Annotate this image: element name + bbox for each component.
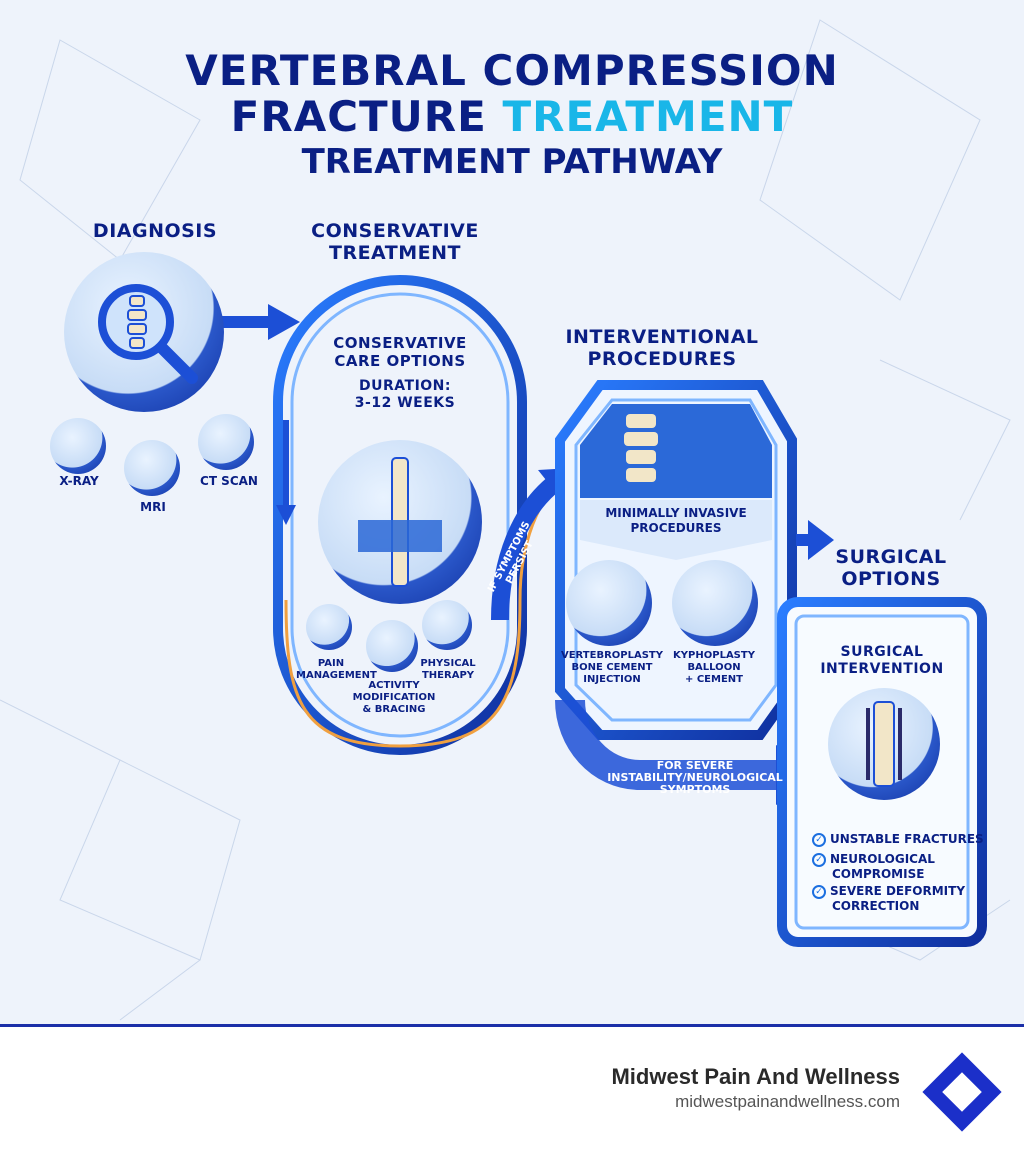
indication-deformity: ✓SEVERE DEFORMITY CORRECTION <box>812 884 965 913</box>
arrow-escalation <box>555 699 780 790</box>
option-physical-therapy: PHYSICAL THERAPY <box>420 658 476 681</box>
footer <box>0 1024 1024 1154</box>
diagnosis-method-mri: MRI <box>140 500 166 514</box>
brand-name: Midwest Pain And Wellness <box>611 1064 900 1089</box>
knee-xray-icon <box>50 418 106 474</box>
indication-neurological: ✓NEUROLOGICAL COMPROMISE <box>812 852 935 881</box>
check-icon: ✓ <box>812 884 826 899</box>
magnifier-spine-icon <box>98 284 198 384</box>
title-line-3: TREATMENT PATHWAY <box>301 142 723 182</box>
surgical-panel-title: SURGICAL INTERVENTION <box>820 644 944 677</box>
brand-url[interactable]: midwestpainandwellness.com <box>675 1092 900 1111</box>
page-title: VERTEBRAL COMPRESSION FRACTURE TREATMENT… <box>0 46 1024 183</box>
syringe-spine-icon <box>614 410 674 490</box>
back-brace-icon <box>318 440 482 604</box>
interventional-heading: INTERVENTIONAL PROCEDURES <box>565 326 759 370</box>
title-line-2: FRACTURE TREATMENT <box>230 92 794 141</box>
check-icon: ✓ <box>812 832 826 847</box>
option-activity-modification: ACTIVITY MODIFICATION & BRACING <box>352 680 436 715</box>
procedure-kyphoplasty: KYPHOPLASTY BALLOON + CEMENT <box>673 650 755 685</box>
diagnosis-method-ct: CT SCAN <box>200 474 258 488</box>
indication-unstable-fractures: ✓UNSTABLE FRACTURES <box>812 832 984 847</box>
procedure-vertebroplasty: VERTEBROPLASTY BONE CEMENT INJECTION <box>560 650 663 685</box>
spinal-rods-icon <box>828 688 940 800</box>
pill-bottle-icon <box>306 604 352 650</box>
title-line-1: VERTEBRAL COMPRESSION <box>185 46 839 95</box>
mri-icon <box>124 440 180 496</box>
syringe-procedure-icon <box>566 560 652 646</box>
patient-chair-icon <box>366 620 418 672</box>
brand-block: Midwest Pain And Wellness midwestpainand… <box>611 1064 900 1112</box>
surgical-heading: SURGICAL OPTIONS <box>835 546 947 590</box>
duration-label: DURATION: 3-12 WEEKS <box>354 378 456 411</box>
ct-spine-icon <box>198 414 254 470</box>
conservative-heading: CONSERVATIVE TREATMENT <box>311 220 479 264</box>
diagnosis-method-xray: X-RAY <box>59 474 99 488</box>
orange-loop <box>284 599 401 748</box>
logo-icon <box>922 1052 1002 1132</box>
check-icon: ✓ <box>812 852 826 867</box>
diagnosis-heading: DIAGNOSIS <box>92 220 218 242</box>
minimally-invasive-banner: MINIMALLY INVASIVE PROCEDURES <box>605 506 747 535</box>
escalation-text: FOR SEVERE INSTABILITY/NEUROLOGICAL SYMP… <box>607 759 783 796</box>
option-pain-management: PAIN MANAGEMENT <box>296 658 377 681</box>
diagnosis-icon-circle <box>64 252 224 412</box>
balloon-spine-icon <box>672 560 758 646</box>
conservative-panel-title: CONSERVATIVE CARE OPTIONS <box>333 334 467 370</box>
arrow-conservative-to-interventional <box>491 474 562 621</box>
exercise-icon <box>422 600 472 650</box>
